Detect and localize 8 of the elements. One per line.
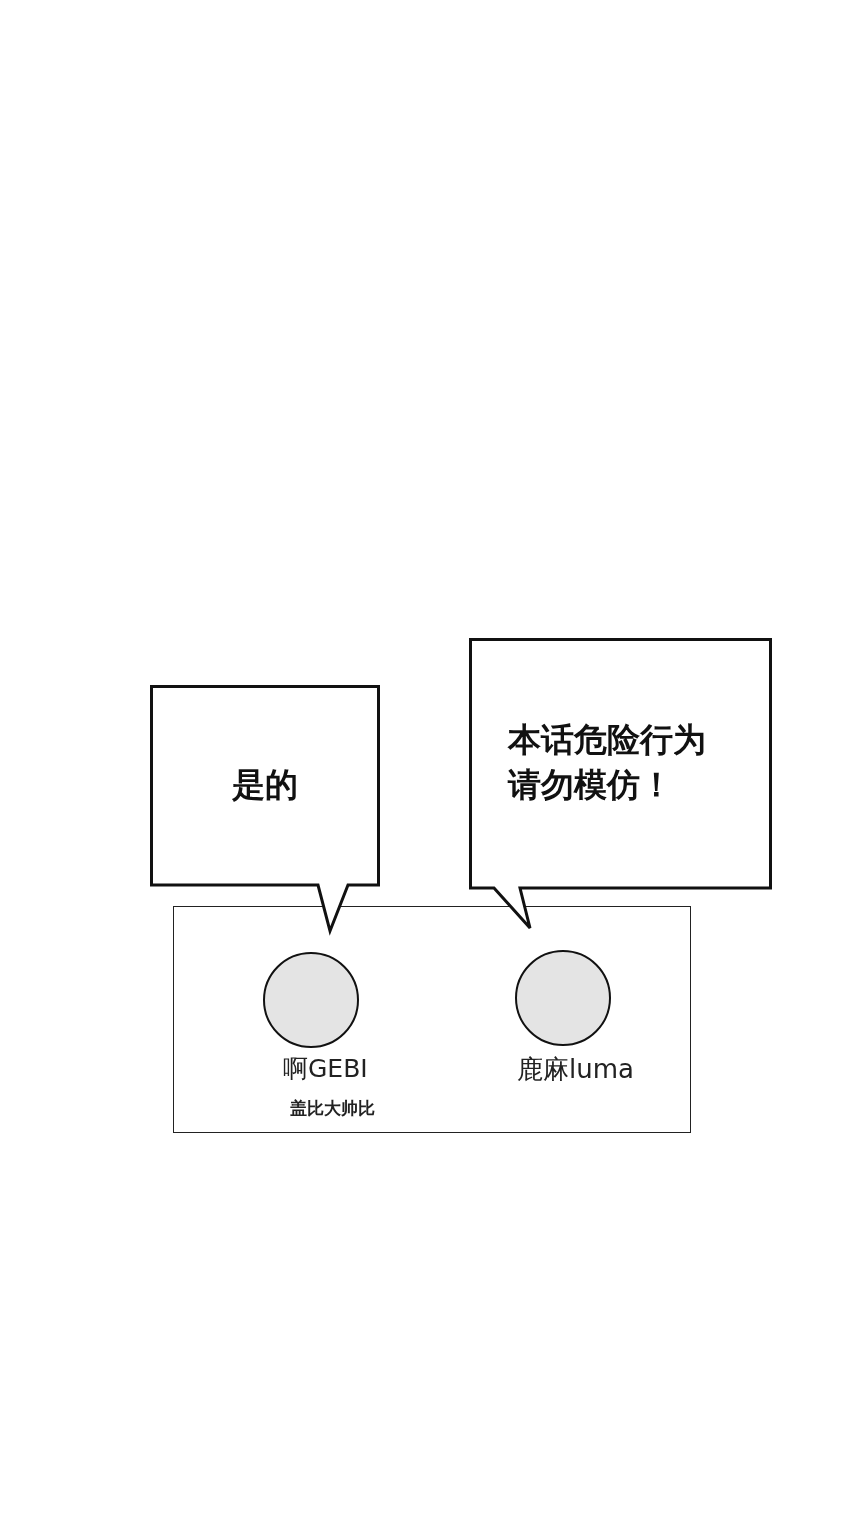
speech-text: 是的 — [232, 763, 298, 806]
speech-bubble — [469, 638, 772, 930]
author-name: 啊GEBI — [283, 1053, 368, 1085]
speech-bubble — [150, 685, 380, 933]
credits-frame — [173, 906, 691, 1133]
author-name: 鹿麻luma — [517, 1053, 634, 1086]
author-name: 盖比大帅比 — [290, 1097, 375, 1120]
speech-text: 本话危险行为请勿模仿！ — [508, 719, 707, 806]
